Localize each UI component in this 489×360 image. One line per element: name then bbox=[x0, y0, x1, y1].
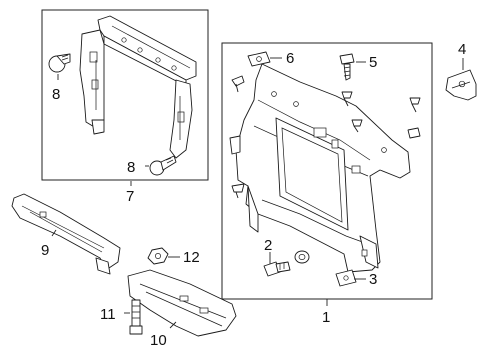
callout-4: 4 bbox=[458, 41, 466, 58]
callout-8-upper: 8 bbox=[52, 86, 60, 103]
bolt-2 bbox=[263, 261, 291, 277]
stud-bolt-11 bbox=[129, 299, 143, 335]
callout-9: 9 bbox=[41, 242, 49, 259]
callout-12: 12 bbox=[183, 249, 200, 266]
upper-tie-bar-part bbox=[79, 15, 197, 159]
deflector-9 bbox=[11, 193, 121, 275]
clip-nut-6 bbox=[247, 51, 271, 67]
callout-11: 11 bbox=[100, 306, 116, 323]
callout-5: 5 bbox=[369, 54, 377, 71]
radiator-support-part bbox=[235, 63, 411, 273]
callout-3: 3 bbox=[369, 271, 377, 288]
grommet bbox=[294, 250, 310, 264]
splash-shield-10 bbox=[127, 269, 237, 337]
callout-8-lower: 8 bbox=[127, 159, 135, 176]
callout-7: 7 bbox=[126, 188, 134, 205]
bolt-5 bbox=[339, 53, 355, 81]
nut-12 bbox=[147, 247, 169, 265]
callout-10: 10 bbox=[150, 332, 167, 349]
callout-2: 2 bbox=[264, 237, 272, 254]
clip-nut-3 bbox=[335, 269, 357, 287]
push-pin-clip-lower bbox=[149, 155, 177, 176]
clip-fastener-group bbox=[229, 75, 421, 199]
callout-1: 1 bbox=[322, 309, 330, 326]
upper-tie-bar-box bbox=[41, 9, 209, 181]
bracket-4 bbox=[445, 69, 477, 101]
leader-lines bbox=[51, 57, 464, 329]
push-pin-clip-upper bbox=[48, 53, 71, 73]
callout-6: 6 bbox=[286, 50, 294, 67]
